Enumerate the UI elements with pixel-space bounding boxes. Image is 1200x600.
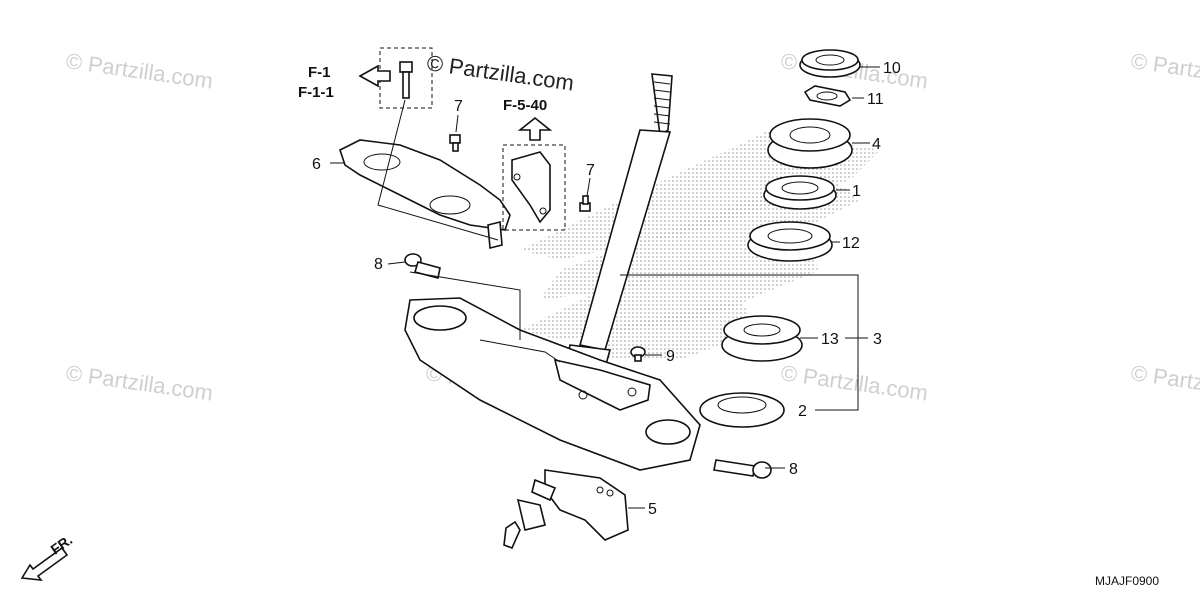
bearing-race-part-13	[721, 315, 803, 362]
bracket-f546	[511, 151, 551, 224]
watermark-main: © Partzilla.com	[425, 50, 575, 95]
callout-10: 10	[883, 60, 901, 77]
arrow-up-icon	[517, 116, 553, 141]
diagram-code: MJAJF0900	[1095, 574, 1159, 588]
bolt-part-8b	[713, 459, 772, 479]
bearing-part-12	[747, 221, 833, 262]
callout-6: 6	[312, 156, 321, 173]
bolt-f1	[399, 61, 413, 99]
reference-labels: F-1 F-1-1 F-5-40	[298, 64, 547, 114]
dust-seal-part-1	[763, 175, 837, 210]
leader-bolt-plate	[377, 99, 499, 241]
lower-bracket	[404, 297, 701, 471]
callout-8a: 8	[374, 256, 383, 273]
callout-7b: 7	[586, 162, 595, 179]
bolt-part-7a	[449, 134, 461, 152]
ref-f1: F-1	[308, 64, 331, 81]
callout-9: 9	[666, 348, 675, 365]
callout-7a: 7	[454, 98, 463, 115]
leader-lines	[330, 66, 880, 509]
watermark-tile: © Partzilla.com	[1129, 360, 1200, 405]
callout-11: 11	[867, 91, 884, 108]
f546-bracket-box	[502, 144, 566, 231]
front-arrow: FR.	[20, 531, 76, 581]
lower-seal-part-2	[699, 392, 785, 428]
bracket-plate-part-6	[339, 139, 511, 250]
ref-f11: F-1-1	[298, 84, 334, 101]
watermark-tile: © Partzilla.com	[1129, 48, 1200, 93]
watermark-tile: © Partzilla.com	[64, 360, 214, 405]
callout-13: 13	[821, 331, 839, 348]
callouts: 10 11 4 1 12 13 3 2 8 5 9 6 8 7 7	[312, 60, 901, 518]
ref-f546: F-5-40	[503, 97, 547, 114]
watermark-tile: © Partzilla.com	[64, 48, 214, 93]
callout-5: 5	[648, 501, 657, 518]
callout-2: 2	[798, 403, 807, 420]
callout-4: 4	[872, 136, 881, 153]
callout-3: 3	[873, 331, 882, 348]
adjusting-nut-part-4	[767, 118, 853, 169]
callout-1: 1	[852, 183, 861, 200]
lock-washer-part-11	[803, 85, 852, 107]
bolt-part-8a	[404, 253, 441, 279]
steering-lock-part-5	[503, 469, 629, 550]
bolt-part-7b	[579, 195, 591, 212]
screw-part-9	[630, 346, 646, 362]
leader-part-3-bracket	[620, 274, 859, 411]
callout-8b: 8	[789, 461, 798, 478]
watermark-tile: © Partzilla.com	[779, 360, 929, 405]
arrow-left-icon	[358, 64, 391, 88]
lock-nut-part-10	[799, 49, 861, 78]
callout-12: 12	[842, 235, 860, 252]
front-label: FR.	[48, 531, 76, 557]
